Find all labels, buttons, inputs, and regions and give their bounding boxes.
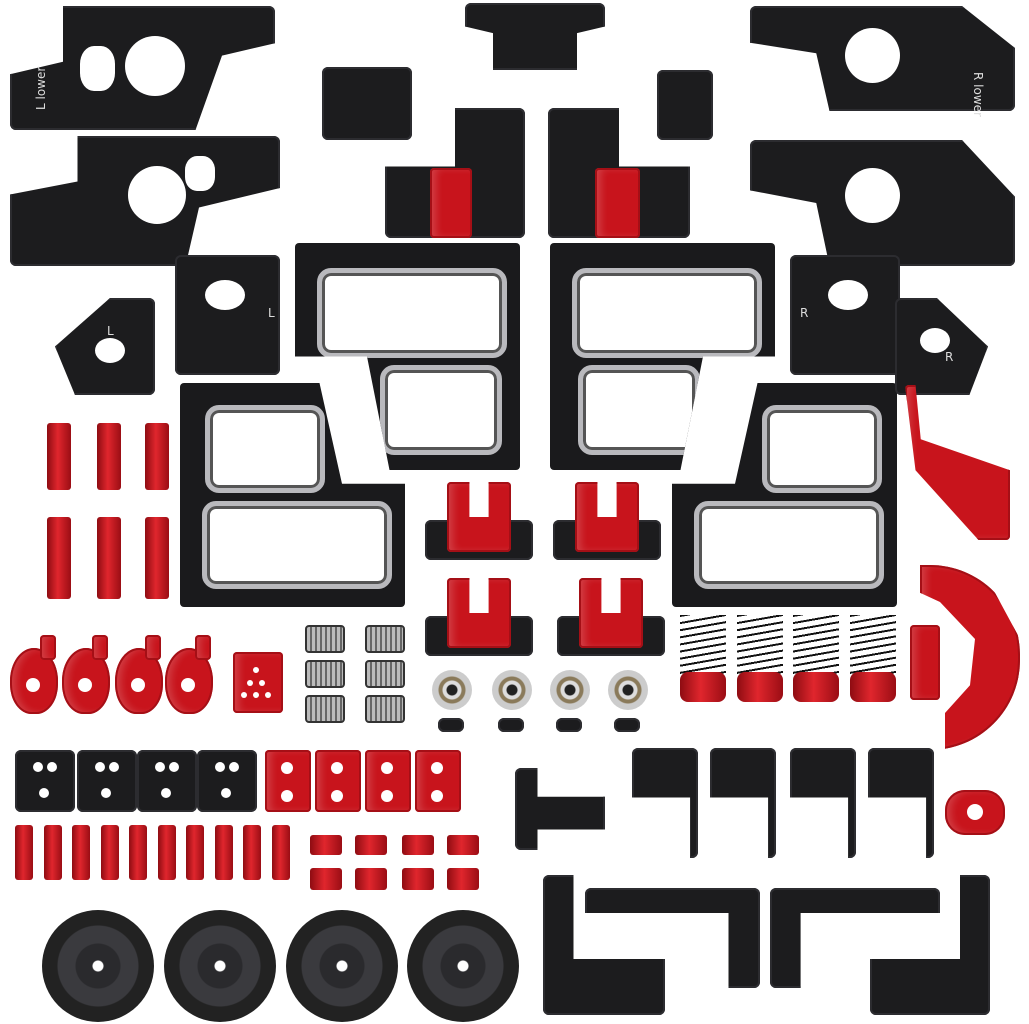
left-small-engraving: L: [107, 324, 114, 338]
black-tab: [438, 718, 464, 732]
idler-pulley: [432, 670, 472, 710]
red-standoff-tube: [47, 517, 71, 599]
black-square-mount: [137, 750, 197, 812]
red-arm-bracket: [905, 385, 1010, 540]
tension-spring: [850, 615, 896, 675]
left-lower-engraving: L lower: [34, 66, 48, 110]
red-square-mount: [415, 750, 461, 812]
red-adjust-knob: [850, 672, 896, 702]
red-pin: [157, 825, 176, 880]
black-z-bracket: [868, 748, 934, 858]
idler-pulley: [550, 670, 590, 710]
red-cam-tab: [92, 635, 108, 660]
left-lower-plate: [10, 6, 275, 130]
upper-right-window-frame: [550, 243, 775, 470]
red-spacer: [355, 868, 387, 890]
red-pin: [186, 825, 204, 880]
left-hinge-red-latch: [430, 168, 472, 238]
tension-spring: [793, 615, 839, 675]
red-spacer: [402, 835, 434, 855]
black-square-mount: [15, 750, 75, 812]
black-tab: [614, 718, 640, 732]
red-cam-tab: [145, 635, 161, 660]
black-z-bracket: [710, 748, 776, 858]
lower-left-window-frame: [180, 383, 405, 607]
black-square-mount: [77, 750, 137, 812]
black-foot-disc: [164, 910, 276, 1022]
lower-right-window-frame: [672, 383, 897, 607]
red-clip-fork: [579, 578, 643, 648]
red-square-mount: [365, 750, 411, 812]
red-standoff-tube: [145, 423, 169, 490]
black-z-bracket: [632, 748, 698, 858]
needle-bearing: [305, 660, 345, 688]
needle-bearing: [305, 625, 345, 653]
idler-pulley: [492, 670, 532, 710]
red-pin: [243, 825, 261, 880]
left-bracket-plate: [175, 255, 280, 375]
black-tab: [556, 718, 582, 732]
red-spacer: [402, 868, 434, 890]
black-foot-disc: [286, 910, 398, 1022]
red-tiny-mount: [945, 790, 1005, 835]
needle-bearing: [365, 695, 405, 723]
red-adjust-knob: [793, 672, 839, 702]
red-pin: [43, 825, 62, 880]
red-spacer: [355, 835, 387, 855]
left-bracket-engraving: L: [268, 306, 275, 320]
red-square-mount: [315, 750, 361, 812]
red-spacer: [447, 835, 479, 855]
red-pin: [72, 825, 90, 880]
red-pin: [271, 825, 290, 880]
right-hinge-red-latch: [595, 168, 640, 238]
red-clip-fork: [447, 482, 511, 552]
red-clip-fork: [575, 482, 639, 552]
right-small-engraving: R: [945, 350, 954, 364]
red-adjust-knob: [680, 672, 726, 702]
needle-bearing: [305, 695, 345, 723]
right-bracket-engraving: R: [800, 306, 809, 320]
right-small-plate: [895, 298, 988, 395]
red-adjust-knob: [737, 672, 783, 702]
red-pin: [129, 825, 147, 880]
red-standoff-tube: [47, 423, 71, 490]
red-standoff-tube: [145, 517, 169, 599]
black-z-bracket: [790, 748, 856, 858]
red-square-mount: [265, 750, 311, 812]
red-spacer: [447, 868, 479, 890]
tension-spring: [680, 615, 726, 675]
black-tab: [498, 718, 524, 732]
tension-spring: [737, 615, 783, 675]
idler-pulley: [608, 670, 648, 710]
red-clip-fork: [447, 578, 511, 648]
red-cam-tab: [195, 635, 211, 660]
black-square-mount: [197, 750, 257, 812]
red-standoff-tube: [97, 423, 121, 490]
needle-bearing: [365, 625, 405, 653]
right-lower-engraving: R lower: [971, 72, 985, 117]
black-foot-disc: [42, 910, 154, 1022]
black-l-bracket: [515, 768, 605, 850]
left-mount-block: [322, 67, 412, 140]
red-pin: [100, 825, 119, 880]
red-pin: [214, 825, 233, 880]
red-cam-tab: [40, 635, 56, 660]
red-small-clip: [910, 625, 940, 700]
left-upper-plate: [10, 136, 280, 266]
top-center-plate: [465, 3, 605, 70]
red-pin: [15, 825, 33, 880]
black-foot-disc: [407, 910, 519, 1022]
left-small-plate: [55, 298, 155, 395]
right-mount-block: [657, 70, 713, 140]
red-spacer: [310, 868, 342, 890]
right-upper-plate: [750, 140, 1015, 266]
red-spacer: [310, 835, 342, 855]
right-bracket-plate: [790, 255, 900, 375]
red-block: [233, 652, 283, 713]
red-standoff-tube: [97, 517, 121, 599]
needle-bearing: [365, 660, 405, 688]
